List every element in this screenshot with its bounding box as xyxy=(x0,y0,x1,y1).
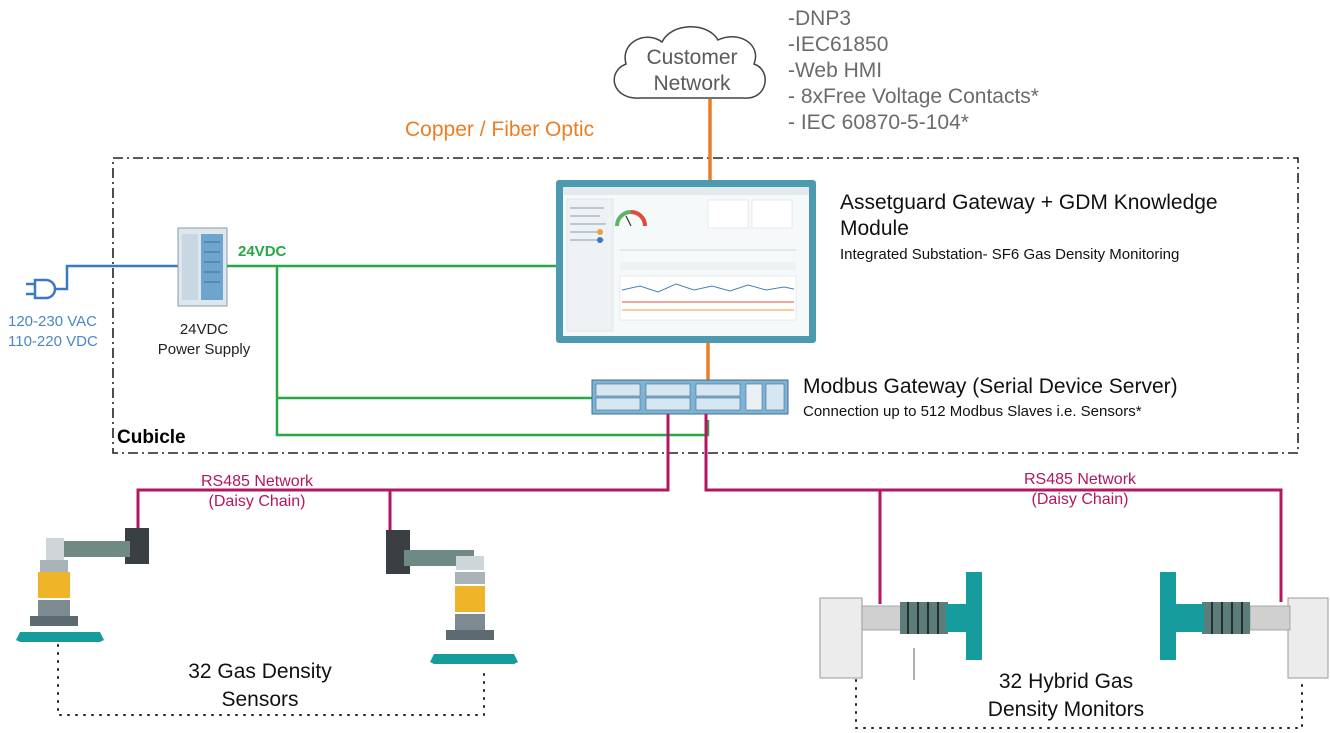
power-input-line1: 120-230 VAC xyxy=(8,313,97,330)
protocol-item: -DNP3 xyxy=(788,7,852,30)
modbus-label: Modbus Gateway (Serial Device Server) Co… xyxy=(803,374,1178,420)
plug-icon xyxy=(26,278,57,300)
modbus-title: Modbus Gateway (Serial Device Server) xyxy=(803,375,1178,398)
rs485-lines xyxy=(136,414,1283,604)
power-supply-label-line1: 24VDC xyxy=(179,321,229,338)
rs485-left-label: RS485 Network (Daisy Chain) xyxy=(192,472,322,512)
sensors-left-label: 32 Gas Density Sensors xyxy=(170,658,350,714)
uplink-label: Copper / Fiber Optic xyxy=(405,118,595,141)
sensors-right-label: 32 Hybrid Gas Density Monitors xyxy=(966,668,1166,724)
modbus-gateway-device xyxy=(591,379,789,415)
rail-24vdc-label: 24VDC xyxy=(238,243,287,260)
assetguard-title-line2: Module xyxy=(840,217,909,240)
cubicle-label: Cubicle xyxy=(117,427,186,448)
cloud-label-line1: Customer xyxy=(646,46,738,69)
power-24vdc-lines xyxy=(227,264,710,437)
cloud-shape xyxy=(613,26,766,99)
assetguard-subtitle: Integrated Substation- SF6 Gas Density M… xyxy=(840,246,1180,263)
rs485-right-label: RS485 Network (Daisy Chain) xyxy=(1015,470,1145,510)
cloud-label-line2: Network xyxy=(653,72,731,95)
rs485-left-line2: (Daisy Chain) xyxy=(208,493,306,510)
rs485-right-line2: (Daisy Chain) xyxy=(1031,491,1129,508)
sensor-group-dotted-lines xyxy=(57,644,1303,729)
protocol-item: - 8xFree Voltage Contacts* xyxy=(788,85,1039,108)
power-input-line2: 110-220 VDC xyxy=(8,333,98,350)
hybrid-density-monitor-1 xyxy=(819,572,982,680)
mains-line xyxy=(55,264,178,291)
rs485-left-line1: RS485 Network xyxy=(200,473,314,490)
hybrid-density-monitor-2 xyxy=(1160,572,1329,679)
protocol-item: -IEC61850 xyxy=(788,33,889,56)
power-supply-label: 24VDC Power Supply xyxy=(154,320,254,360)
sensors-right-line1: 32 Hybrid Gas xyxy=(998,670,1134,693)
power-input-label: 120-230 VAC 110-220 VDC xyxy=(8,312,98,352)
assetguard-panel xyxy=(556,180,816,343)
sensors-right-line2: Density Monitors xyxy=(987,698,1145,721)
cloud-label: Customer Network xyxy=(640,45,744,97)
rs485-right-line1: RS485 Network xyxy=(1023,471,1137,488)
gas-density-sensor-1 xyxy=(16,528,149,642)
assetguard-title-line1: Assetguard Gateway + GDM Knowledge xyxy=(840,191,1218,214)
assetguard-label: Assetguard Gateway + GDM Knowledge Modul… xyxy=(840,190,1218,263)
protocol-item: -Web HMI xyxy=(788,59,883,82)
protocol-list: -DNP3 -IEC61850 -Web HMI - 8xFree Voltag… xyxy=(788,6,1039,136)
sensors-left-line1: 32 Gas Density xyxy=(188,660,332,683)
gas-density-sensor-2 xyxy=(386,530,518,664)
power-supply-label-line2: Power Supply xyxy=(157,341,251,358)
modbus-subtitle: Connection up to 512 Modbus Slaves i.e. … xyxy=(803,403,1142,420)
protocol-item: - IEC 60870-5-104* xyxy=(788,111,969,134)
sensors-left-line2: Sensors xyxy=(221,688,299,711)
power-supply-device xyxy=(177,227,228,307)
